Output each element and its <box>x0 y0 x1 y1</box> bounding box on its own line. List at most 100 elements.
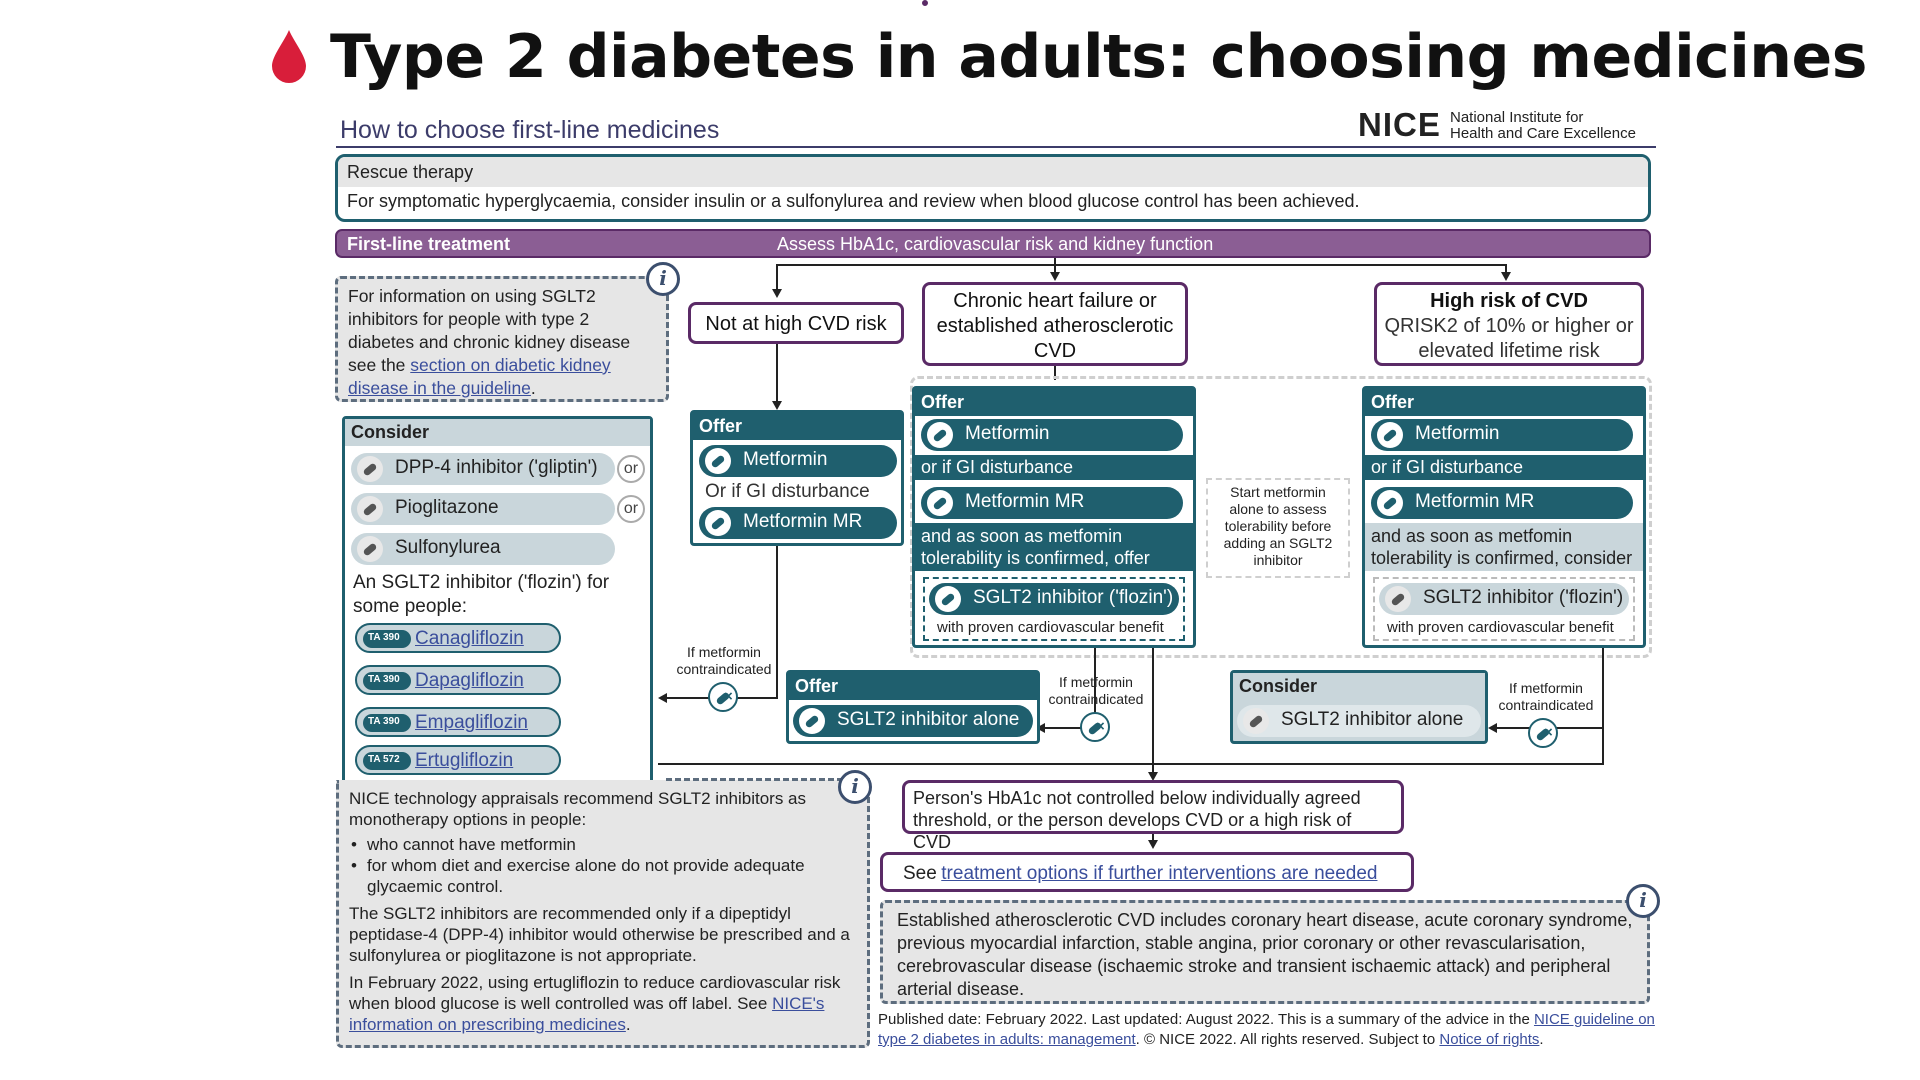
ta-drug-ertugliflozin[interactable]: TA 572 Ertugliflozin <box>355 745 561 775</box>
offer-heading: Offer <box>915 389 1193 416</box>
further-interventions-link[interactable]: treatment options if further interventio… <box>941 863 1378 884</box>
pill-icon <box>705 448 731 474</box>
hba1c-text: Person's HbA1c not controlled below indi… <box>913 788 1361 852</box>
pill-icon <box>357 536 383 562</box>
drug-name: Pioglitazone <box>395 497 499 518</box>
drug-pill-dpp4[interactable]: DPP-4 inhibitor ('gliptin') <box>351 453 615 485</box>
then-offer-text: and as soon as metfomin tolerability is … <box>915 523 1193 571</box>
ta-box-top-edge <box>666 778 870 781</box>
ta-bullet-text: who cannot have metformin <box>367 835 576 854</box>
poster-subtitle: How to choose first-line medicines <box>340 116 720 144</box>
sglt2-some-people-note: An SGLT2 inhibitor ('flozin') for some p… <box>353 572 610 617</box>
rescue-text: For symptomatic hyperglycaemia, consider… <box>347 191 1360 211</box>
hba1c-box: Person's HbA1c not controlled below indi… <box>902 780 1404 852</box>
ckd-guideline-link[interactable]: section on diabetic kidney disease in th… <box>348 355 611 398</box>
high-cvd-label: High risk of CVD <box>1430 290 1588 312</box>
arrow-down <box>772 401 782 410</box>
nice-org-line2: Health and Care Excellence <box>1450 125 1636 142</box>
drug-pill-sulfonylurea[interactable]: Sulfonylurea <box>351 533 615 565</box>
info-icon[interactable]: i <box>1626 884 1660 918</box>
bullet-dot: • <box>351 835 357 854</box>
drug-name: SGLT2 inhibitor ('flozin') <box>973 587 1174 608</box>
arrow-left <box>658 693 667 703</box>
rescue-heading: Rescue therapy <box>338 157 1648 187</box>
connector <box>658 763 776 765</box>
connector <box>1094 648 1096 728</box>
ta-drug-dapagliflozin[interactable]: TA 390 Dapagliflozin <box>355 665 561 695</box>
ta-drug-canagliflozin[interactable]: TA 390 Canagliflozin <box>355 623 561 653</box>
drug-name: SGLT2 inhibitor alone <box>837 709 1020 730</box>
branch-stem <box>1054 258 1056 266</box>
ta-drug-link[interactable]: Dapagliflozin <box>415 670 524 691</box>
drug-pill-sglt2[interactable]: SGLT2 inhibitor ('flozin') <box>1379 583 1629 615</box>
drug-pill-metformin[interactable]: Metformin <box>699 445 897 477</box>
ta-info-box: NICE technology appraisals recommend SGL… <box>336 780 870 1048</box>
cv-benefit-text: with proven cardiovascular benefit <box>1387 619 1614 636</box>
footer: Published date: February 2022. Last upda… <box>878 1010 1656 1050</box>
pill-icon <box>935 586 961 612</box>
first-line-bar: First-line treatment Assess HbA1c, cardi… <box>335 229 1651 258</box>
connector <box>776 344 778 404</box>
offer-not-high-box: Offer Metformin Or if GI disturbance Met… <box>690 410 904 546</box>
ta-info-para3: In February 2022, using ertugliflozin to… <box>349 972 857 1035</box>
sglt2-ckd-text-end: . <box>530 378 536 398</box>
ta-badge: TA 390 <box>363 672 411 690</box>
first-line-label: First-line treatment <box>347 234 511 254</box>
drug-name: SGLT2 inhibitor alone <box>1281 709 1464 730</box>
sglt2-ckd-text: For information on using SGLT2 inhibitor… <box>348 286 631 375</box>
see-prefix: See <box>903 863 937 884</box>
cv-benefit-text: with proven cardiovascular benefit <box>937 619 1164 636</box>
nice-org-line1: National Institute for <box>1450 109 1584 126</box>
not-high-cvd-label: Not at high CVD risk <box>705 313 887 335</box>
ta-drug-link[interactable]: Ertugliflozin <box>415 750 514 771</box>
consider-heading: Consider <box>1233 673 1485 700</box>
contraindicated-icon <box>708 682 738 712</box>
drug-name: Metformin <box>965 423 1050 444</box>
pill-icon <box>927 490 953 516</box>
offer-heading: Offer <box>1365 389 1643 416</box>
chronic-cvd-label: Chronic heart failure or established ath… <box>936 290 1174 362</box>
drug-pill-pioglitazone[interactable]: Pioglitazone <box>351 493 615 525</box>
not-high-cvd-header: Not at high CVD risk <box>688 302 904 344</box>
arrow-down <box>1501 272 1511 281</box>
start-metformin-note: Start metformin alone to assess tolerabi… <box>1223 484 1333 568</box>
connector <box>776 546 778 698</box>
connector <box>1054 366 1056 380</box>
sglt2-ckd-info-box: For information on using SGLT2 inhibitor… <box>335 276 669 402</box>
ta-badge: TA 572 <box>363 752 411 770</box>
ta-bullet-text: for whom diet and exercise alone do not … <box>367 856 805 896</box>
ta-drug-empagliflozin[interactable]: TA 390 Empagliflozin <box>355 707 561 737</box>
nice-guideline-link[interactable]: NICE guideline on type 2 diabetes in adu… <box>878 1011 1655 1048</box>
prescribing-info-link[interactable]: NICE's information on prescribing medici… <box>349 994 825 1034</box>
contraindicated-icon <box>1528 718 1558 748</box>
drug-pill-metformin[interactable]: Metformin <box>921 419 1183 451</box>
drug-pill-metformin-mr[interactable]: Metformin MR <box>921 487 1183 519</box>
notice-of-rights-link[interactable]: Notice of rights <box>1439 1031 1540 1048</box>
drug-pill-sglt2-alone[interactable]: SGLT2 inhibitor alone <box>793 705 1033 737</box>
rescue-therapy-box: Rescue therapy For symptomatic hyperglyc… <box>335 154 1651 222</box>
footer-text: Published date: February 2022. Last upda… <box>878 1011 1530 1028</box>
info-icon[interactable]: i <box>838 770 872 804</box>
sglt2-offer-dashed: SGLT2 inhibitor ('flozin') with proven c… <box>923 577 1185 641</box>
sglt2-consider-dashed: SGLT2 inhibitor ('flozin') with proven c… <box>1373 577 1635 641</box>
drug-pill-metformin-mr[interactable]: Metformin MR <box>699 507 897 539</box>
drug-pill-sglt2-alone[interactable]: SGLT2 inhibitor alone <box>1237 705 1481 737</box>
branch-mid-drop <box>1054 264 1056 274</box>
drug-pill-metformin-mr[interactable]: Metformin MR <box>1371 487 1633 519</box>
nice-org-name: National Institute for Health and Care E… <box>1450 110 1636 142</box>
ta-drug-link[interactable]: Canagliflozin <box>415 628 524 649</box>
drug-name: Metformin MR <box>743 511 863 532</box>
info-icon[interactable]: i <box>646 262 680 296</box>
arrow-left <box>1036 723 1045 733</box>
contraindicated-label-left: If metformin contraindicated <box>676 644 772 677</box>
ta-drug-link[interactable]: Empagliflozin <box>415 712 528 733</box>
pill-icon <box>1243 708 1269 734</box>
drug-pill-sglt2[interactable]: SGLT2 inhibitor ('flozin') <box>929 583 1179 615</box>
gi-band: or if GI disturbance <box>1365 455 1643 480</box>
offer-high-box: Offer Metformin or if GI disturbance Met… <box>1362 386 1646 648</box>
pill-icon <box>927 422 953 448</box>
pill-icon <box>799 708 825 734</box>
blood-drop-icon <box>272 30 306 83</box>
drug-pill-metformin[interactable]: Metformin <box>1371 419 1633 451</box>
pill-icon <box>1377 490 1403 516</box>
